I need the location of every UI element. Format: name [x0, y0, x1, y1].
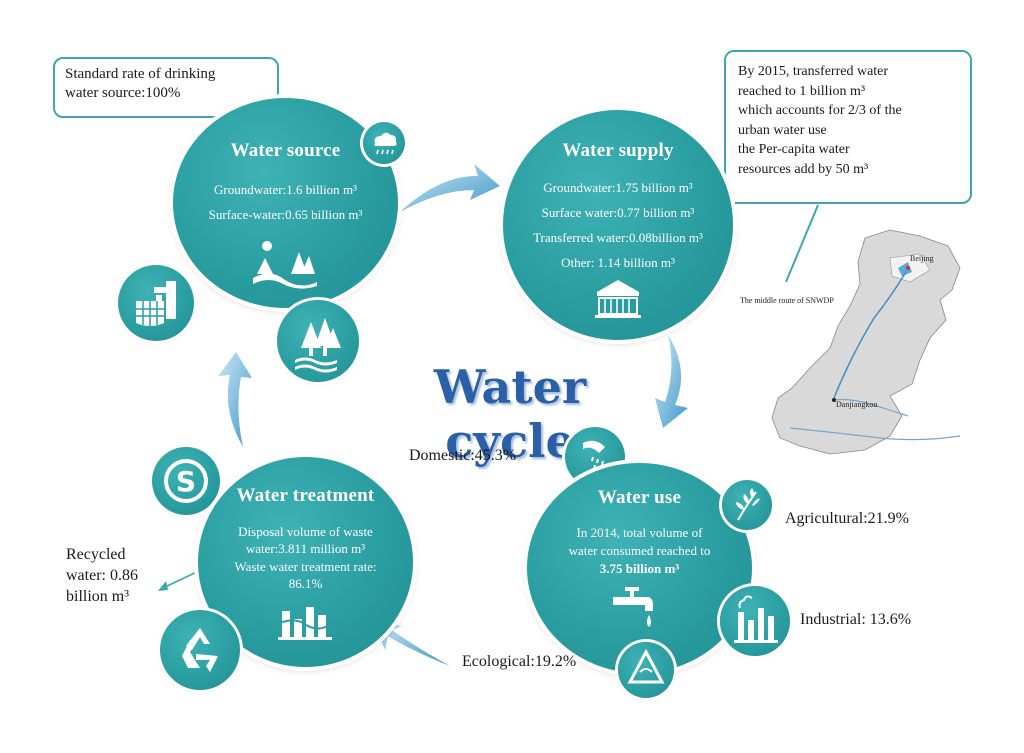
recycled-arrow-head: [158, 581, 168, 591]
node-line: Surface water:0.77 billion m³: [541, 205, 695, 220]
node-title: Water use: [597, 487, 682, 508]
wheat-icon: [736, 488, 760, 521]
usage-ecological-label: Ecological:19.2%: [462, 653, 577, 670]
recycled-text: water: 0.86: [66, 567, 138, 584]
node-line: Groundwater:1.75 billion m³: [543, 180, 693, 195]
water-source-node: Water source Groundwater:1.6 billion m³ …: [173, 98, 398, 308]
china-region-map: [771, 229, 961, 455]
callout-text: which accounts for 2/3 of the: [738, 103, 902, 118]
recycled-text: billion m³: [66, 588, 130, 605]
callout-pointer-line: [785, 204, 819, 283]
svg-text:S: S: [176, 465, 196, 498]
wheat-icon-circle: [722, 480, 772, 530]
recycled-text: Recycled: [66, 546, 126, 563]
callout-text: Standard rate of drinking: [65, 66, 216, 82]
arrow-treatment-to-source: [218, 352, 252, 447]
well-icon: [136, 281, 176, 326]
quality-seal-icon-circle: S: [152, 447, 220, 515]
callout-text: urban water use: [738, 122, 827, 138]
usage-industrial-label: Industrial: 13.6%: [800, 611, 912, 628]
callout-text: resources add by 50 m³: [738, 161, 869, 177]
callout-text: water source:100%: [65, 85, 181, 101]
map-label-beijing: Beijing: [910, 254, 934, 263]
node-line: 86.1%: [288, 576, 323, 591]
quality-seal-icon: S: [164, 459, 208, 503]
waterfall-icon: [627, 648, 665, 684]
factory-icon-circle: [720, 586, 790, 656]
node-line: Waste water treatment rate:: [234, 559, 377, 574]
faucet-icon: [613, 587, 653, 627]
node-title: Water treatment: [236, 485, 375, 506]
node-line: Groundwater:1.6 billion m³: [214, 182, 357, 197]
forest-icon-circle: [277, 300, 359, 382]
factory-icon: [734, 595, 778, 643]
map-label-route: The middle route of SNWDP: [740, 296, 834, 305]
arrow-supply-to-use: [655, 335, 688, 428]
cloud-rain-icon: [374, 132, 397, 155]
arrow-use-to-treatment: [372, 620, 450, 666]
water-supply-node: Water supply Groundwater:1.75 billion m³…: [503, 110, 733, 340]
forest-icon: [295, 318, 341, 373]
well-icon-circle: [118, 265, 194, 341]
usage-agricultural-label: Agricultural:21.9%: [785, 510, 909, 527]
callout-text: reached to 1 billion m³: [738, 83, 866, 99]
snwdp-map: Beijing The middle route of SNWDP Danjia…: [740, 228, 975, 458]
waterdrop-icon-circle: [618, 642, 674, 698]
recycle-icon-circle: [160, 610, 240, 690]
node-line: Surface-water:0.65 billion m³: [208, 207, 363, 222]
node-title: Water supply: [562, 140, 674, 161]
transfer-callout: By 2015, transferred water reached to 1 …: [724, 50, 972, 204]
node-line: water:3.811 million m³: [245, 541, 366, 556]
node-line: Other: 1.14 billion m³: [561, 255, 675, 270]
city-icon: [278, 607, 333, 640]
recycle-icon: [182, 628, 218, 672]
drinking-standard-callout: Standard rate of drinking water source:1…: [53, 57, 279, 118]
weather-icon-circle: [363, 122, 405, 164]
river-landscape-icon: [253, 241, 317, 289]
water-use-node: Water use In 2014, total volume of water…: [527, 463, 752, 673]
node-line: water consumed reached to: [568, 543, 711, 558]
node-line: 3.75 billion m³: [599, 561, 680, 576]
callout-text: the Per-capita water: [738, 142, 850, 157]
shower-icon: [583, 440, 606, 474]
building-icon: [595, 280, 641, 318]
arrow-source-to-supply: [400, 164, 500, 212]
node-line: In 2014, total volume of: [576, 525, 703, 540]
node-line: Disposal volume of waste: [238, 524, 373, 539]
node-title: Water source: [230, 140, 341, 161]
node-line: Transferred water:0.08billion m³: [533, 230, 703, 245]
map-label-danjiangkou: Danjiangkou: [836, 400, 878, 409]
diagram-title: Water cycle: [433, 360, 587, 468]
usage-domestic-label: Domestic:45.3%: [409, 447, 517, 464]
recycled-water-label: Recycled water: 0.86 billion m³: [66, 544, 138, 607]
callout-text: By 2015, transferred water: [738, 64, 889, 79]
